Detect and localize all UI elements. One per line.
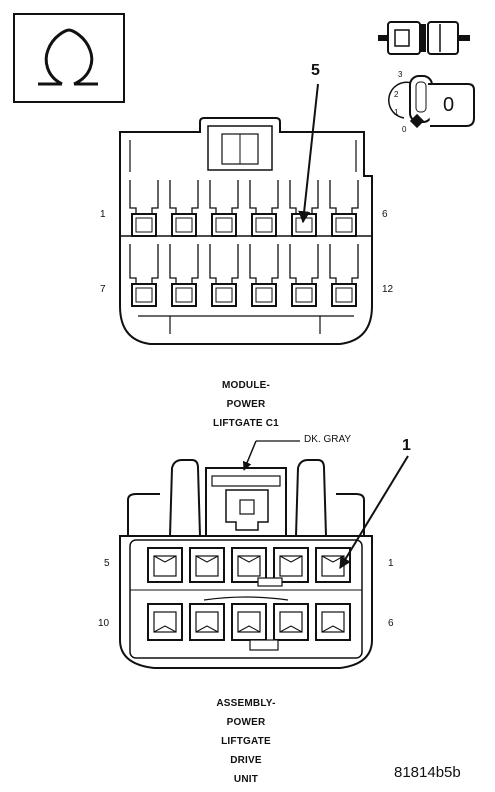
drive-caption-line-1: ASSEMBLY-: [216, 698, 276, 709]
c1-pin-7-label: 7: [100, 284, 106, 295]
c1-pin-6-label: 6: [382, 209, 388, 220]
drive-caption-line-2: POWER: [226, 717, 266, 728]
c1-row-1-cavities: [129, 180, 359, 237]
drive-pin-6-label: 6: [388, 618, 394, 629]
connector-drive-unit: [119, 440, 409, 669]
c1-callout-label: 5: [311, 62, 320, 79]
drive-callout-label: 1: [402, 437, 411, 454]
connector-plug-icon: [378, 21, 470, 55]
drive-row-2-cavities: [147, 603, 351, 641]
ignition-key-icon: [388, 75, 475, 129]
drive-pin-10-label: 10: [98, 618, 110, 629]
connector-c1: [119, 83, 373, 345]
c1-pin-12-label: 12: [382, 284, 394, 295]
drive-caption-line-4: DRIVE: [230, 755, 262, 766]
drive-pin-1-label: 1: [388, 558, 394, 569]
c1-callout-arrow: [298, 83, 319, 224]
ignition-position-2: 2: [394, 90, 399, 99]
c1-caption-line-1: MODULE-: [221, 380, 271, 391]
ohm-icon: [13, 13, 125, 103]
drive-callout-arrow: [339, 455, 409, 570]
drive-row-1-cavities: [147, 547, 351, 583]
c1-caption: MODULE- POWER LIFTGATE C1: [186, 376, 306, 433]
drive-pin-5-label: 5: [104, 558, 110, 569]
ignition-position-1: 1: [394, 108, 399, 117]
c1-pin-1-label: 1: [100, 209, 106, 220]
color-label: DK. GRAY: [304, 434, 352, 445]
ignition-position-0: 0: [402, 125, 407, 134]
dk-gray-arrow: [242, 440, 257, 471]
c1-row-2-cavities: [129, 244, 359, 307]
ignition-key-value: 0: [443, 94, 455, 116]
drive-caption-line-3: LIFTGATE: [221, 736, 271, 747]
ignition-position-3: 3: [398, 70, 403, 79]
figure-id: 81814b5b: [394, 764, 461, 781]
c1-caption-line-2: POWER: [226, 399, 266, 410]
c1-caption-line-3: LIFTGATE C1: [213, 418, 279, 429]
drive-caption: ASSEMBLY- POWER LIFTGATE DRIVE UNIT: [186, 694, 306, 789]
drive-caption-line-5: UNIT: [233, 774, 259, 785]
